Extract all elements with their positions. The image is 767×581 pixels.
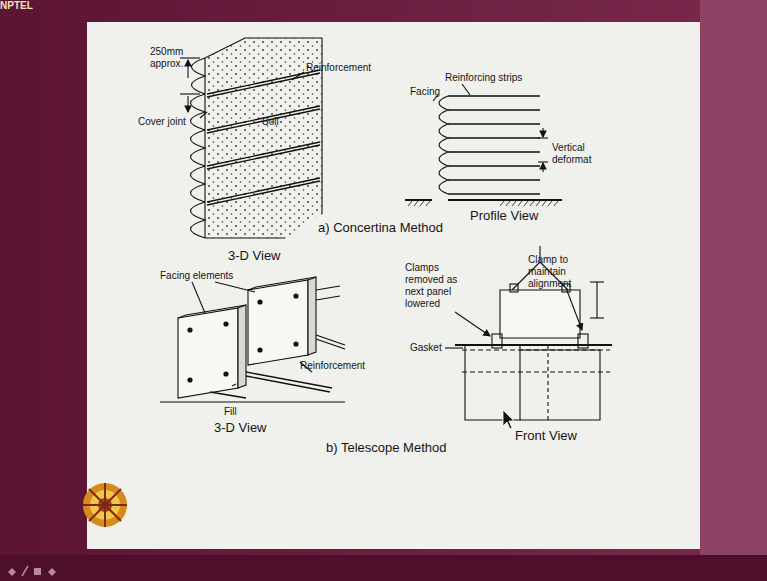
annotation-label: Fill bbox=[224, 406, 237, 418]
figure-caption: b) Telescope Method bbox=[326, 440, 446, 455]
logo-text: NPTEL bbox=[0, 0, 767, 11]
toolbar-icons bbox=[8, 566, 56, 576]
annotation-label: Facing elements bbox=[160, 270, 233, 282]
annotation-label: Soil bbox=[262, 116, 279, 128]
annotation-label: Vertical deformat bbox=[552, 142, 602, 166]
annotation-label: Cover joint bbox=[138, 116, 186, 128]
view-title: Profile View bbox=[470, 208, 538, 223]
annotation-label: Reinforcement bbox=[306, 62, 371, 74]
annotation-label: Facing bbox=[410, 86, 440, 98]
view-title: 3-D View bbox=[214, 420, 267, 435]
annotation-label: Gasket bbox=[410, 342, 442, 354]
nptel-logo bbox=[83, 483, 127, 527]
annotation-label: Reinforcement bbox=[300, 360, 365, 372]
dimension-label: 250mm approx. bbox=[150, 46, 190, 70]
annotation-label: Reinforcing strips bbox=[445, 72, 522, 84]
view-title: Front View bbox=[515, 428, 577, 443]
figure-caption: a) Concertina Method bbox=[318, 220, 443, 235]
view-title: 3-D View bbox=[228, 248, 281, 263]
annotation-label: Clamp to maintain alignment bbox=[528, 254, 596, 290]
annotation-label: Clamps removed as next panel lowered bbox=[405, 262, 461, 310]
